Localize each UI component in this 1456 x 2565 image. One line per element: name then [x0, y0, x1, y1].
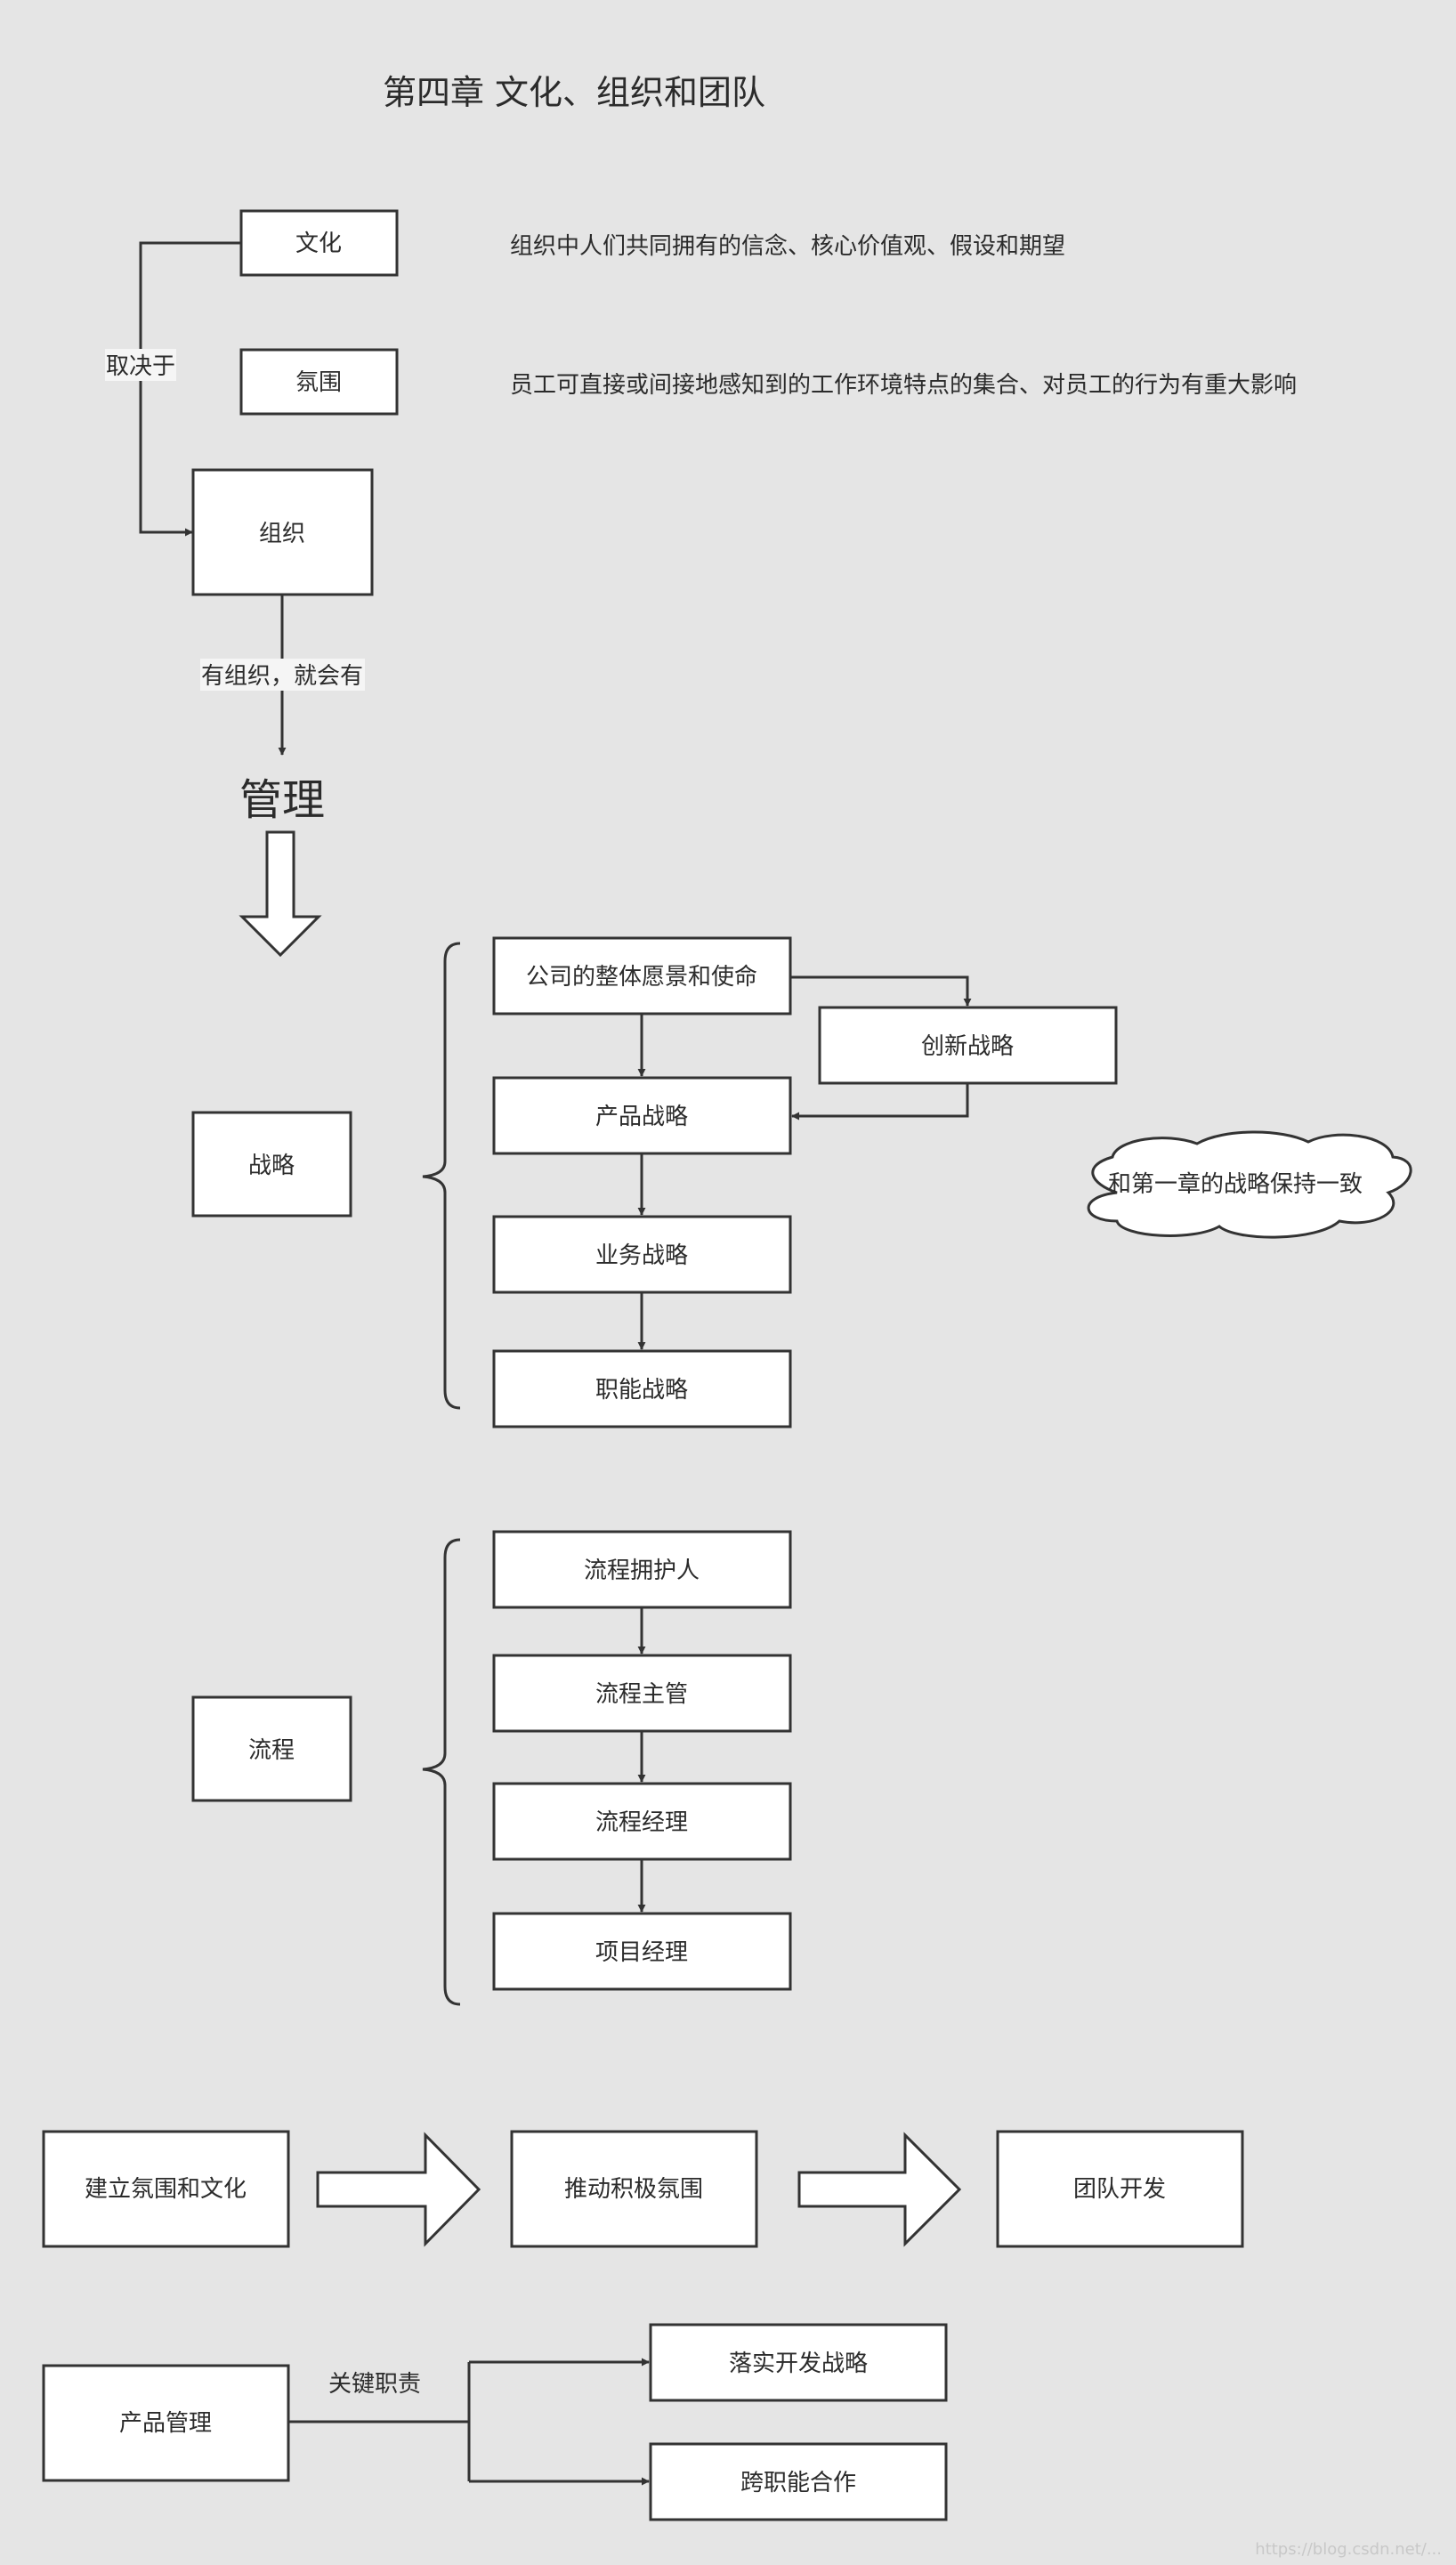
process-director-node[interactable]: 流程主管	[492, 1654, 792, 1733]
svg-text:建立氛围和文化: 建立氛围和文化	[85, 2176, 247, 2203]
product-management-node[interactable]: 产品管理	[42, 2364, 290, 2482]
management-heading: 管理	[239, 775, 325, 825]
innovation-to-product-connector	[791, 1083, 969, 1121]
vision-node[interactable]: 公司的整体愿景和使命	[492, 936, 792, 1015]
svg-text:创新战略: 创新战略	[921, 1033, 1014, 1060]
process-owner-node[interactable]: 流程拥护人	[492, 1530, 792, 1609]
svg-text:推动积极氛围: 推动积极氛围	[564, 2176, 703, 2203]
svg-text:和第一章的战略保持一致: 和第一章的战略保持一致	[1108, 1171, 1363, 1198]
watermark: https://blog.csdn.net/...	[1255, 2540, 1442, 2559]
svg-text:战略: 战略	[248, 1153, 295, 1179]
team-development-node[interactable]: 团队开发	[996, 2130, 1244, 2248]
process-brace	[422, 1538, 461, 2006]
product-strategy-node[interactable]: 产品战略	[492, 1076, 792, 1155]
page-title: 第四章 文化、组织和团队	[383, 73, 765, 112]
organization-node[interactable]: 组织	[191, 468, 374, 596]
svg-text:产品管理: 产品管理	[119, 2410, 212, 2437]
business-strategy-node[interactable]: 业务战略	[492, 1215, 792, 1294]
svg-text:组织: 组织	[259, 521, 305, 547]
depends-on-connector	[139, 241, 241, 537]
culture-node[interactable]: 文化	[239, 209, 399, 277]
process-manager-node[interactable]: 流程经理	[492, 1782, 792, 1861]
innovation-strategy-node[interactable]: 创新战略	[818, 1006, 1118, 1085]
key-responsibilities-label: 关键职责	[328, 2371, 421, 2398]
build-culture-node[interactable]: 建立氛围和文化	[42, 2130, 290, 2248]
pm-branch-connector	[288, 2362, 471, 2481]
atmosphere-description: 员工可直接或间接地感知到的工作环境特点的集合、对员工的行为有重大影响	[510, 372, 1297, 399]
culture-description: 组织中人们共同拥有的信念、核心价值观、假设和期望	[510, 233, 1065, 260]
svg-text:团队开发: 团队开发	[1073, 2176, 1166, 2203]
process-node[interactable]: 流程	[191, 1695, 352, 1802]
right-block-arrow-1	[316, 2132, 481, 2247]
cross-functional-node[interactable]: 跨职能合作	[649, 2442, 948, 2521]
with-org-label: 有组织，就会有	[201, 663, 363, 690]
svg-text:业务战略: 业务战略	[595, 1242, 688, 1269]
svg-text:流程主管: 流程主管	[595, 1681, 688, 1708]
svg-text:产品战略: 产品战略	[595, 1104, 688, 1130]
svg-text:跨职能合作: 跨职能合作	[740, 2470, 856, 2496]
promote-atmosphere-node[interactable]: 推动积极氛围	[510, 2130, 758, 2248]
svg-text:落实开发战略: 落实开发战略	[729, 2351, 868, 2377]
strategy-note-cloud: 和第一章的战略保持一致	[1087, 1130, 1412, 1239]
atmosphere-node[interactable]: 氛围	[239, 348, 399, 416]
right-block-arrow-2	[797, 2132, 962, 2247]
svg-text:公司的整体愿景和使命: 公司的整体愿景和使命	[526, 964, 757, 991]
strategy-node[interactable]: 战略	[191, 1111, 352, 1218]
svg-text:职能战略: 职能战略	[595, 1377, 688, 1404]
svg-text:流程经理: 流程经理	[595, 1809, 688, 1836]
down-block-arrow	[239, 830, 322, 958]
svg-text:文化: 文化	[295, 231, 342, 257]
depends-on-label: 取决于	[106, 353, 175, 380]
svg-text:流程: 流程	[248, 1737, 295, 1764]
vision-to-innovation-connector	[790, 975, 972, 1007]
svg-text:流程拥护人: 流程拥护人	[584, 1558, 700, 1584]
strategy-brace	[422, 942, 461, 1410]
project-manager-node[interactable]: 项目经理	[492, 1912, 792, 1991]
svg-text:项目经理: 项目经理	[595, 1939, 688, 1966]
implement-strategy-node[interactable]: 落实开发战略	[649, 2323, 948, 2402]
functional-strategy-node[interactable]: 职能战略	[492, 1349, 792, 1428]
svg-text:氛围: 氛围	[295, 369, 342, 396]
